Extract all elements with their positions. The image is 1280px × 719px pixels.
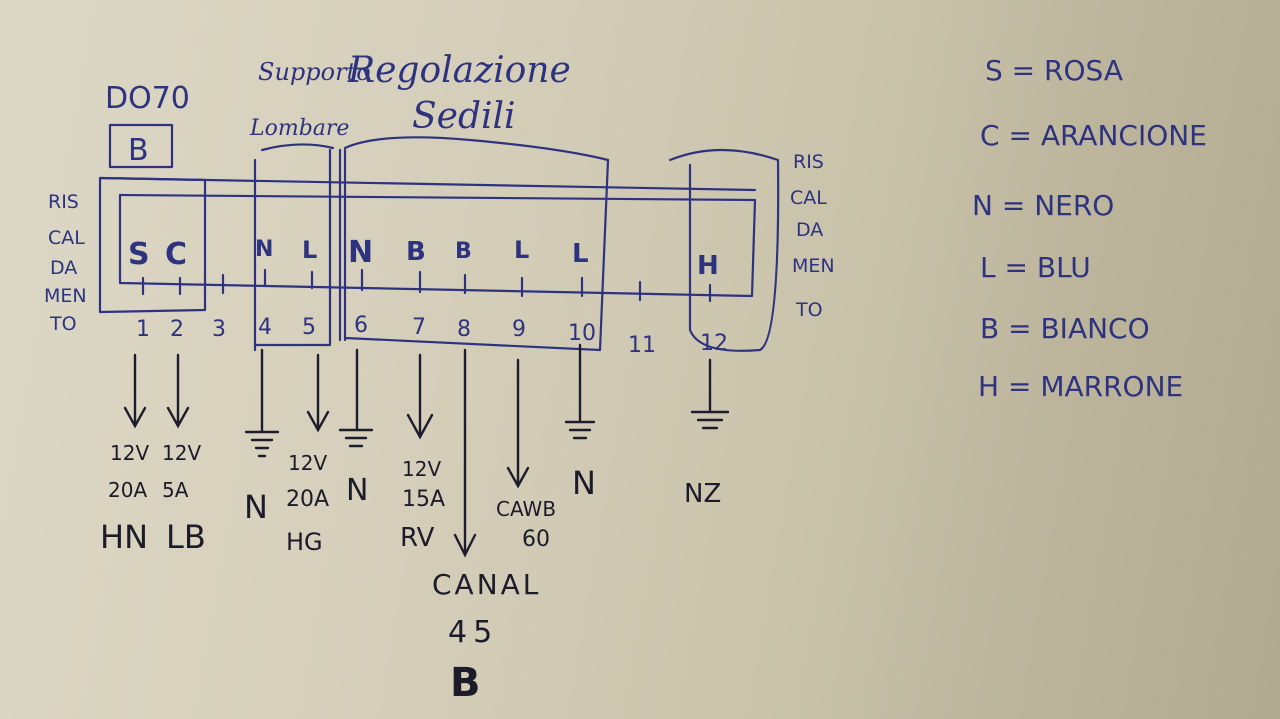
side-right-3: DA [796,219,823,241]
out-10-ground: N [572,464,596,502]
pin-number-2: 2 [170,317,184,342]
pin-color-1: S [128,237,150,272]
out-1-voltage: 12V [110,441,149,465]
out-9-label: CAWB [496,497,556,521]
side-left-4: MEN [44,285,87,307]
pin-number-5: 5 [302,315,316,340]
out-8-value: 45 [448,615,498,650]
out-5-current: 20A [286,487,329,512]
pin-color-5: L [302,236,317,264]
ground-symbols [244,343,730,458]
out-5-code: HG [286,528,323,556]
pin-color-12: H [697,251,719,281]
pin-number-4: 4 [258,315,272,340]
pin-number-1: 1 [136,317,150,342]
pin-number-3: 3 [212,317,226,342]
side-left-3: DA [50,257,77,279]
device-box [108,123,174,169]
pin-color-9: L [514,236,529,264]
out-8-label: CANAL [432,568,541,601]
side-right-1: RIS [793,151,824,173]
out-5-voltage: 12V [288,451,327,475]
out-7-voltage: 12V [402,457,441,481]
out-6-ground: N [346,473,368,508]
connector-frame [98,148,780,352]
out-2-current: 5A [162,478,189,502]
legend-item-s: S = ROSA [985,54,1123,87]
legend-item-c: C = ARANCIONE [980,119,1207,152]
pin-color-6: N [348,235,373,270]
legend-item-n: N = NERO [972,189,1114,222]
side-right-2: CAL [790,187,827,209]
pin-number-11: 11 [628,333,656,358]
pin-number-6: 6 [354,313,368,338]
out-4-ground: N [244,488,268,526]
regulation-title-1: Regolazione [347,50,571,91]
out-2-voltage: 12V [162,441,201,465]
side-left-2: CAL [48,227,85,249]
wire-arrows [123,348,530,558]
pin-number-10: 10 [568,321,596,346]
side-left-5: TO [49,313,77,335]
legend-item-b: B = BIANCO [980,312,1150,345]
device-label: DO70 [105,81,190,116]
side-right-4: MEN [792,255,835,277]
pin-color-10: L [572,239,589,269]
out-8-color: B [450,660,481,706]
out-1-code: HN [100,518,148,556]
pin-color-8: B [455,239,472,264]
regulation-brace [343,136,610,162]
regulation-title-2: Sedili [412,96,516,137]
pin-number-8: 8 [457,317,471,342]
pin-number-7: 7 [412,315,426,340]
out-9-value: 60 [522,527,550,552]
out-7-current: 15A [402,487,445,512]
pin-color-7: B [406,237,426,267]
support-title-2: Lombare [249,116,349,141]
side-right-5: TO [795,299,823,321]
support-brace [260,143,335,152]
support-title-1: Supporto [258,58,371,86]
side-left-1: RIS [48,191,79,213]
out-12-ground: NZ [684,479,721,509]
out-1-current: 20A [108,478,147,502]
legend-item-l: L = BLU [980,251,1091,284]
pin-number-12: 12 [700,331,728,356]
out-7-code: RV [400,523,435,553]
out-2-code: LB [166,518,206,556]
pin-color-4: N [255,237,273,262]
device-letter: B [128,133,149,168]
legend-item-h: H = MARRONE [978,370,1183,403]
pin-number-9: 9 [512,317,526,342]
pin-ticks [141,268,712,303]
pin-color-2: C [165,237,187,272]
